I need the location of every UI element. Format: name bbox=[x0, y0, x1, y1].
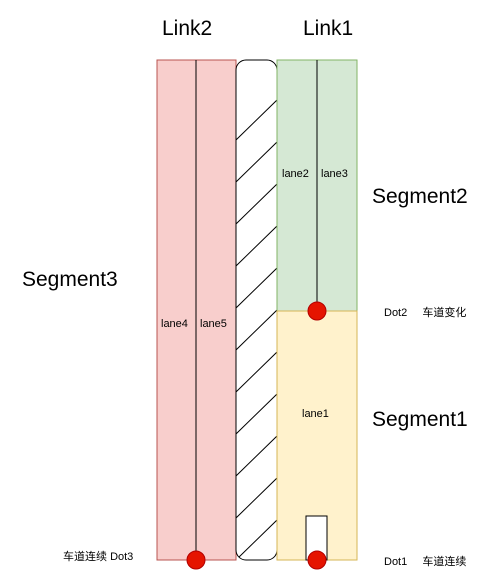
lane3-label: lane3 bbox=[321, 168, 348, 180]
segment3-label: Segment3 bbox=[22, 268, 118, 291]
median-strip bbox=[235, 59, 278, 561]
dot1-name: Dot1 bbox=[384, 556, 408, 568]
dot3-marker bbox=[186, 550, 206, 570]
dot2-note: 车道变化 bbox=[422, 307, 467, 319]
dot1-marker bbox=[307, 550, 327, 570]
link1-title: Link1 bbox=[303, 17, 354, 40]
dot1-annotation: Dot1 车道连续 bbox=[384, 553, 466, 569]
lane4-label: lane4 bbox=[161, 318, 188, 330]
dot2-annotation: Dot2 车道变化 bbox=[384, 304, 466, 320]
segment1-label: Segment1 bbox=[372, 408, 468, 431]
lane5-label: lane5 bbox=[200, 318, 227, 330]
dot3-annotation: 车道连续 Dot3 bbox=[63, 548, 133, 564]
link2-title: Link2 bbox=[162, 17, 213, 40]
median-hatching bbox=[236, 99, 277, 560]
lane1-label: lane1 bbox=[302, 408, 329, 420]
dot2-marker bbox=[307, 301, 327, 321]
segment2-label: Segment2 bbox=[372, 185, 468, 208]
dot3-name: Dot3 bbox=[110, 551, 134, 563]
dot3-note: 车道连续 bbox=[63, 551, 107, 563]
dot2-name: Dot2 bbox=[384, 307, 408, 319]
dot1-note: 车道连续 bbox=[422, 556, 467, 568]
lane2-label: lane2 bbox=[282, 168, 309, 180]
